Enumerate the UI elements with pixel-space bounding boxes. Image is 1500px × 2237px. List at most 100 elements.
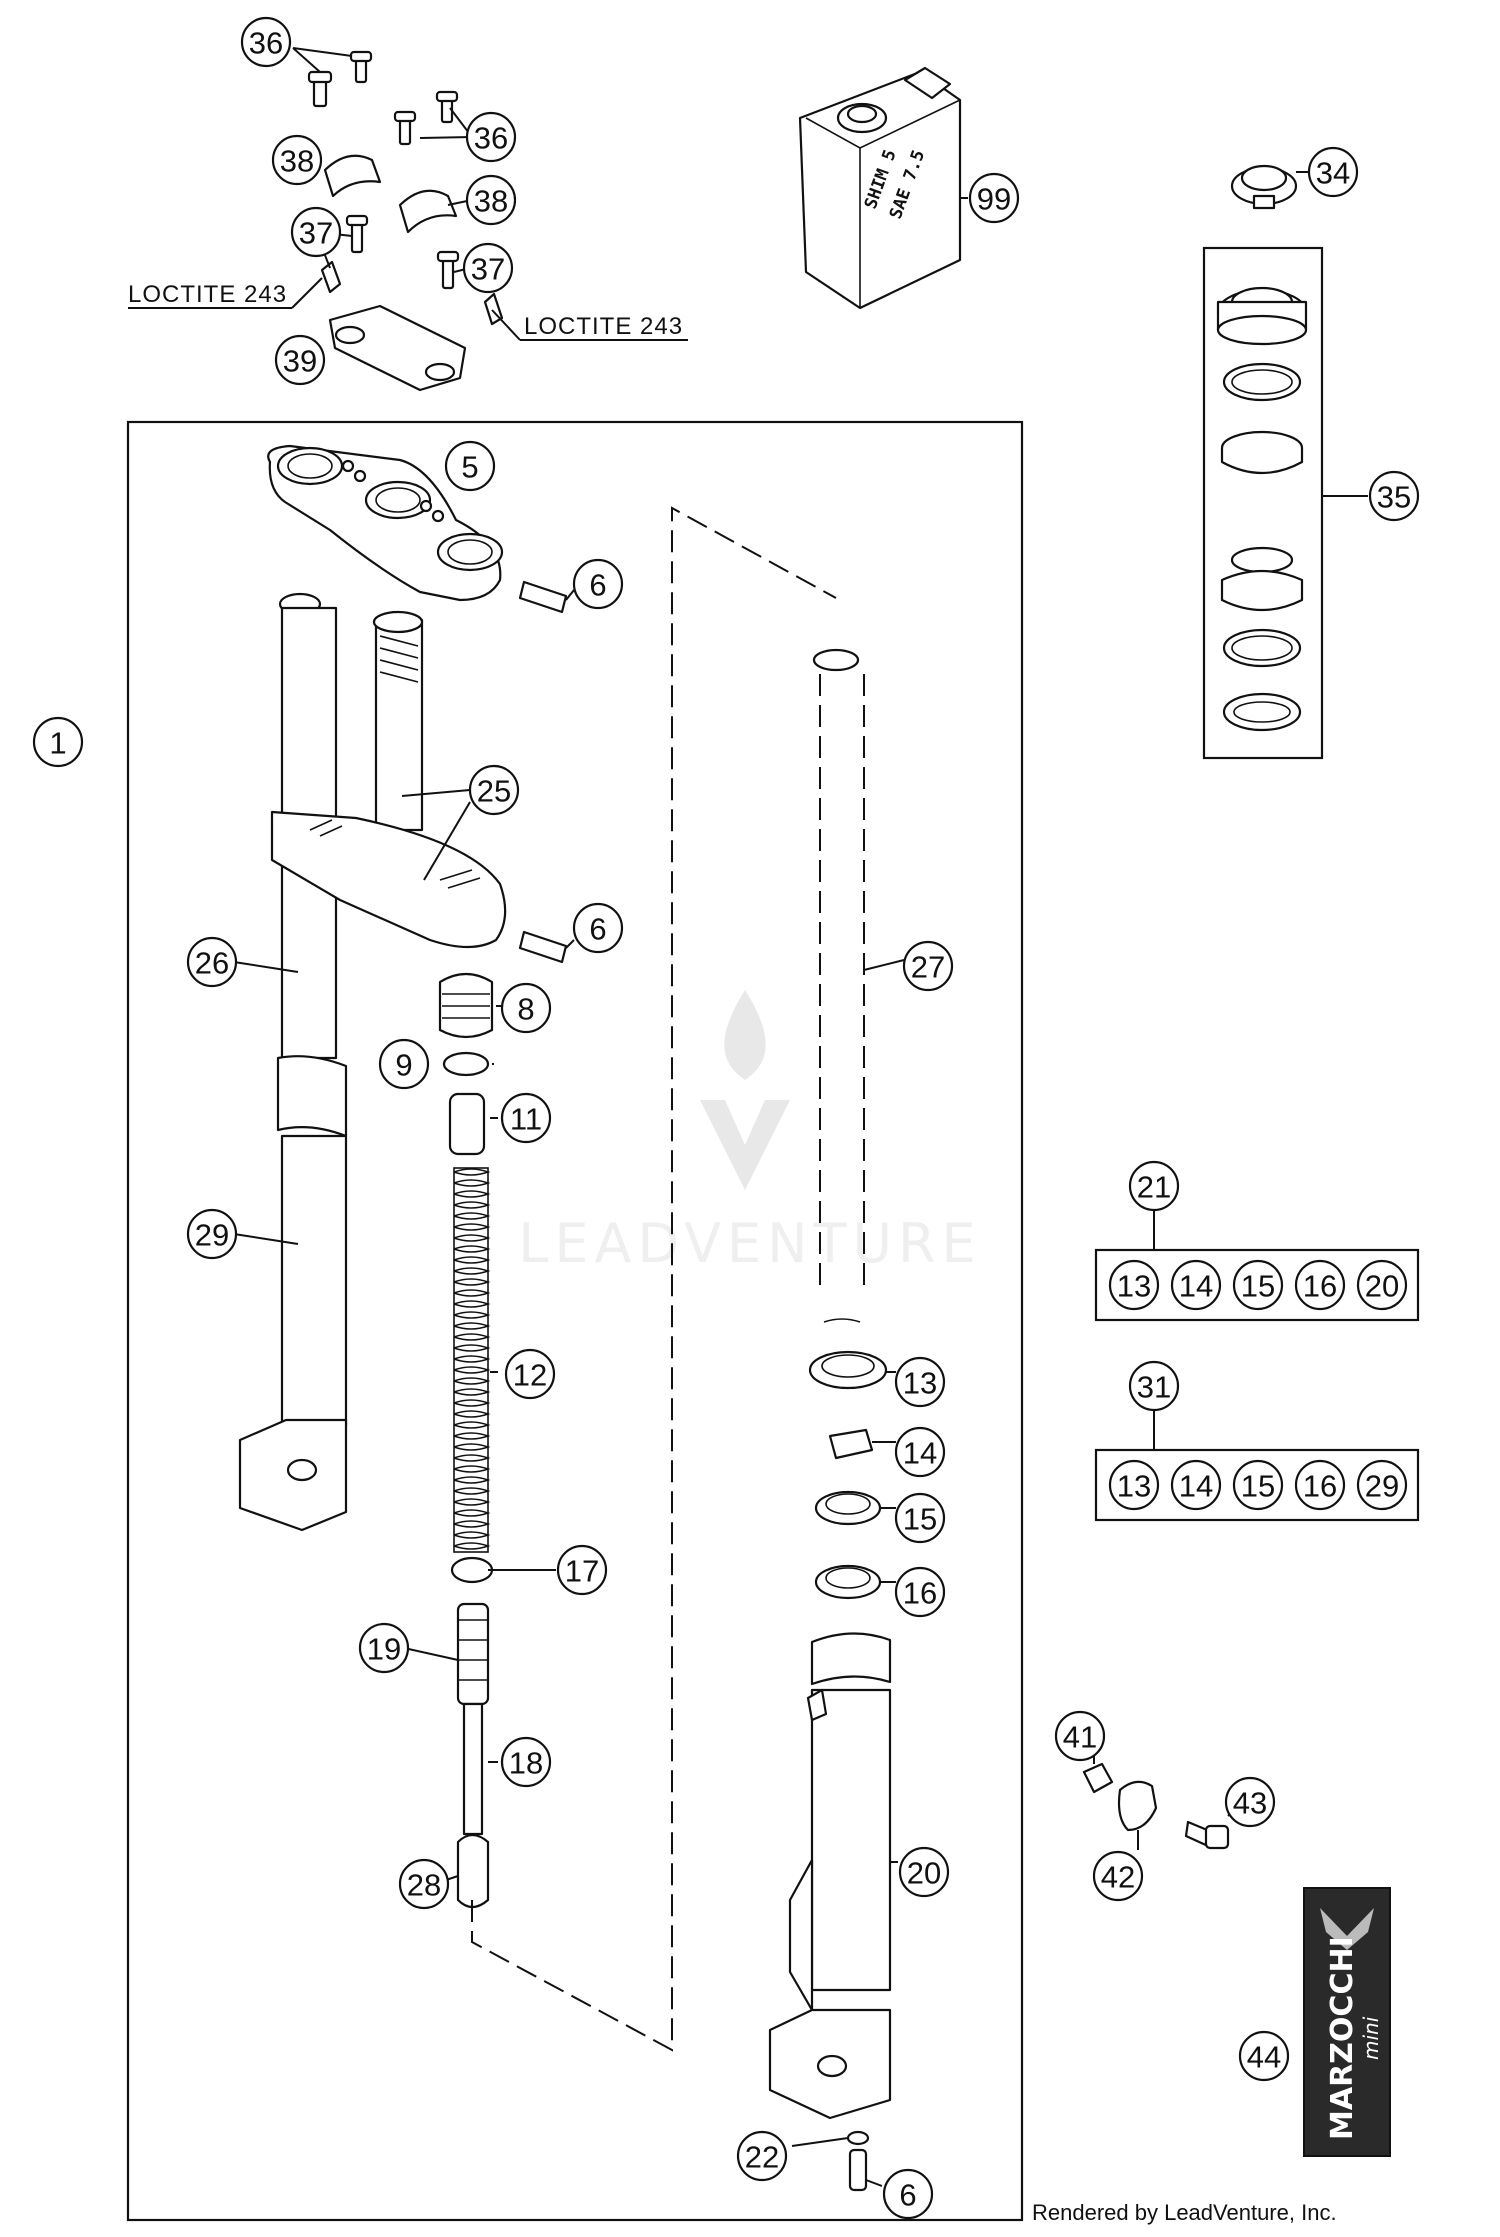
- loctite-label-left: LOCTITE 243: [128, 281, 287, 308]
- kit-item-circle: [1356, 1459, 1408, 1511]
- callout-c21: 21: [1128, 1160, 1180, 1212]
- callout-number: 6: [589, 912, 606, 947]
- callout-c16: 16: [894, 1566, 946, 1618]
- callout-circle: [358, 1622, 410, 1674]
- spring-coil: [453, 1399, 491, 1407]
- callout-c27: 27: [902, 940, 954, 992]
- kit-item-circle: [1108, 1459, 1160, 1511]
- callout-number: 39: [283, 344, 317, 379]
- fork-assembly-box: [126, 420, 1024, 2222]
- kit-item-circle: [1170, 1459, 1222, 1511]
- spring-coil: [453, 1388, 491, 1396]
- kit-item-number: 20: [1365, 1269, 1399, 1304]
- spring-coil: [453, 1256, 491, 1264]
- callout-circle: [500, 1092, 552, 1144]
- callout-c1: 1: [32, 716, 84, 768]
- watermark-text: LEADVENTURE: [518, 1212, 981, 1275]
- callout-number: 27: [911, 950, 945, 985]
- spring-coil: [453, 1410, 491, 1418]
- callout-circle: [500, 982, 552, 1034]
- callout-number: 42: [1101, 1860, 1135, 1895]
- kit-item-number: 13: [1117, 1269, 1151, 1304]
- marzocchi-decal: MARZOCCHI mini: [1303, 1887, 1391, 2157]
- callout-circle: [186, 936, 238, 988]
- callout-circle: [1307, 146, 1359, 198]
- callout-circle: [1128, 1160, 1180, 1212]
- callout-c34: 34: [1307, 146, 1359, 198]
- kit21-item: 15: [1232, 1259, 1284, 1311]
- spring-coil: [453, 1531, 491, 1539]
- callout-circle: [572, 558, 624, 610]
- watermark: LEADVENTURE: [518, 990, 981, 1275]
- callout-c39: 39: [274, 334, 326, 386]
- right-fork-leg: [768, 648, 892, 2192]
- callout-number: 15: [903, 1502, 937, 1537]
- callout-number: 36: [249, 26, 283, 61]
- spring-coil: [453, 1322, 491, 1330]
- render-credit: Rendered by LeadVenture, Inc.: [1032, 2200, 1337, 2225]
- callout-number: 5: [461, 450, 478, 485]
- spring-coil: [453, 1311, 491, 1319]
- callout-number: 44: [1247, 2040, 1281, 2075]
- callout-c37b: 37: [462, 242, 514, 294]
- callout-circle: [902, 940, 954, 992]
- callout-circle: [894, 1566, 946, 1618]
- callout-number: 41: [1063, 1720, 1097, 1755]
- left-fork-leg: [238, 592, 507, 1532]
- callout-c25: 25: [468, 764, 520, 816]
- callout-c28: 28: [398, 1858, 450, 1910]
- spring-coil: [453, 1201, 491, 1209]
- callout-c6c: 6: [882, 2168, 934, 2220]
- callout-number: 11: [510, 1102, 542, 1137]
- callout-c99: 99: [968, 172, 1020, 224]
- callout-number: 14: [903, 1436, 937, 1471]
- spring-coil: [453, 1498, 491, 1506]
- kit-item-number: 15: [1241, 1269, 1275, 1304]
- damper-cartridge: [438, 972, 494, 1909]
- callout-c12: 12: [504, 1348, 556, 1400]
- callout-c19: 19: [358, 1622, 410, 1674]
- callout-c35: 35: [1368, 470, 1420, 522]
- spring-coil: [453, 1300, 491, 1308]
- spring-coil: [453, 1454, 491, 1462]
- callout-c36a: 36: [240, 16, 292, 68]
- callout-number: 1: [49, 726, 66, 761]
- kit-item-circle: [1108, 1259, 1160, 1311]
- callout-circle: [462, 242, 514, 294]
- callout-circle: [1128, 1360, 1180, 1412]
- callout-c13: 13: [894, 1356, 946, 1408]
- callout-c8: 8: [500, 982, 552, 1034]
- kit-item-number: 14: [1179, 1269, 1213, 1304]
- kit21-item: 14: [1170, 1259, 1222, 1311]
- callout-number: 28: [407, 1868, 441, 1903]
- spring-coil: [453, 1289, 491, 1297]
- callout-c18: 18: [500, 1736, 552, 1788]
- spring-coil: [453, 1168, 491, 1176]
- callout-circle: [1224, 1776, 1276, 1828]
- callout-circle: [468, 764, 520, 816]
- axle-clamp-hardware: [1082, 1762, 1230, 1850]
- callout-circle: [274, 334, 326, 386]
- callout-circle: [444, 440, 496, 492]
- spring-coil: [453, 1179, 491, 1187]
- callout-number: 37: [471, 252, 505, 287]
- callout-circle: [894, 1426, 946, 1478]
- kit-item-number: 16: [1303, 1269, 1337, 1304]
- callout-number: 37: [299, 216, 333, 251]
- kit21-item: 20: [1356, 1259, 1408, 1311]
- callout-c41: 41: [1054, 1710, 1106, 1762]
- callout-number: 38: [280, 144, 314, 179]
- callout-circle: [271, 134, 323, 186]
- callout-number: 43: [1233, 1786, 1267, 1821]
- callout-number: 20: [907, 1856, 941, 1891]
- handlebar-clamp-group: [307, 50, 504, 392]
- kit-item-number: 13: [1117, 1469, 1151, 1504]
- spring-coil: [453, 1267, 491, 1275]
- callout-number: 6: [589, 568, 606, 603]
- kit-item-number: 16: [1303, 1469, 1337, 1504]
- callout-circle: [572, 902, 624, 954]
- callout-number: 9: [395, 1048, 412, 1083]
- callout-c29: 29: [186, 1208, 238, 1260]
